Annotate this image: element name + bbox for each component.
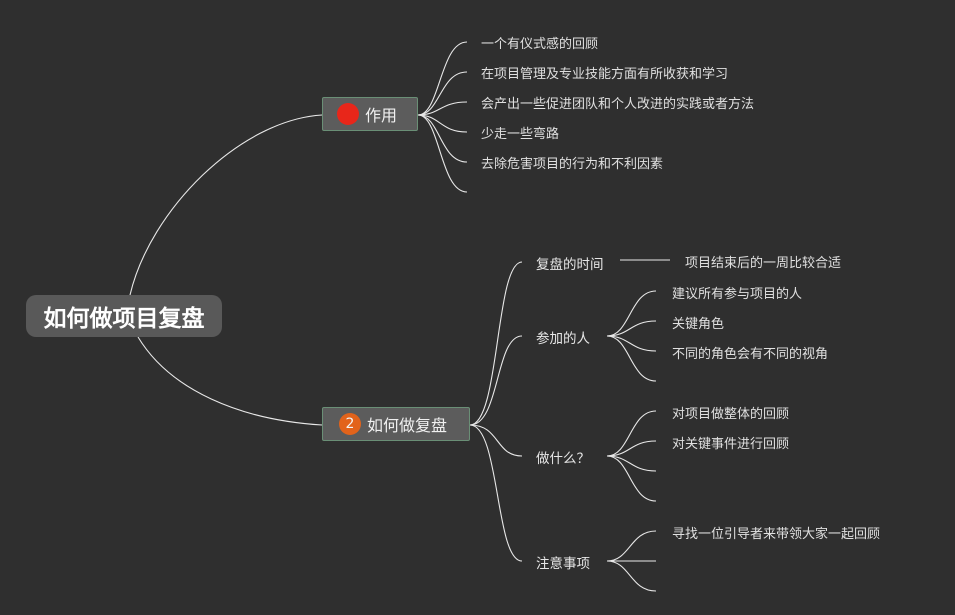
branch1-item-3[interactable]: 会产出一些促进团队和个人改进的实践或者方法 [481,97,755,112]
priority-2-icon: 2 [339,413,361,435]
branch1-item-4[interactable]: 少走一些弯路 [481,127,560,142]
branch-node-1[interactable]: 1 作用 [322,97,418,131]
branch1-item-1[interactable]: 一个有仪式感的回顾 [481,37,599,52]
link-root-branch1 [129,114,323,296]
sub-topic-participants[interactable]: 参加的人 [536,331,590,347]
participants-item-2[interactable]: 关键角色 [672,317,725,332]
participants-item-3[interactable]: 不同的角色会有不同的视角 [672,347,829,362]
sub-topic-timing[interactable]: 复盘的时间 [536,257,604,273]
root-label: 如何做项目复盘 [43,306,205,332]
what-item-1[interactable]: 对项目做整体的回顾 [672,407,790,422]
branch1-item-5[interactable]: 去除危害项目的行为和不利因素 [481,157,664,172]
what-item-2[interactable]: 对关键事件进行回顾 [672,437,790,452]
priority-1-icon: 1 [337,103,359,125]
branch-label-2: 如何做复盘 [367,416,448,435]
branch-node-2[interactable]: 2 如何做复盘 [322,407,470,441]
branch1-item-2[interactable]: 在项目管理及专业技能方面有所收获和学习 [481,67,729,82]
sub-topic-what[interactable]: 做什么？ [536,451,590,467]
link-root-branch2 [137,336,323,426]
notes-item-1[interactable]: 寻找一位引导者来带领大家一起回顾 [672,527,881,542]
timing-item-1[interactable]: 项目结束后的一周比较合适 [685,256,842,271]
participants-item-1[interactable]: 建议所有参与项目的人 [672,287,803,302]
sub-topic-notes[interactable]: 注意事项 [536,556,590,572]
branch-label-1: 作用 [365,106,398,125]
root-node[interactable]: 如何做项目复盘 [26,295,222,337]
